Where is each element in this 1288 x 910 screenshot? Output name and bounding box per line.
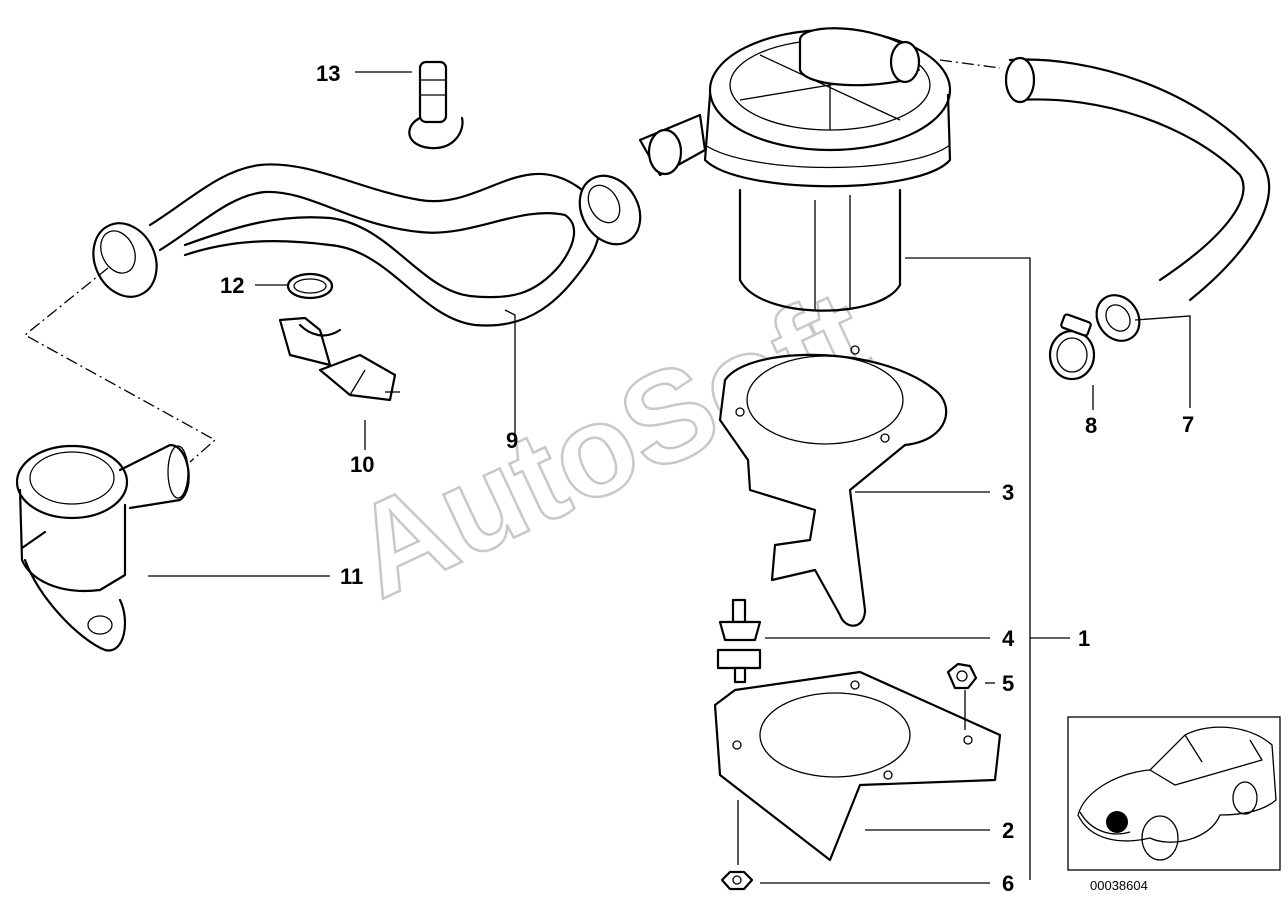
leader-lines xyxy=(148,59,1191,884)
callout-3: 3 xyxy=(1002,480,1014,505)
hose-part-7 xyxy=(1004,56,1271,342)
rubber-mount-part-4 xyxy=(716,598,762,684)
nut-part-6-bore xyxy=(732,875,742,885)
nut-part-6 xyxy=(720,870,754,891)
callout-7: 7 xyxy=(1182,412,1194,437)
callout-6: 6 xyxy=(1002,871,1014,896)
nut-part-5-bore xyxy=(956,670,968,682)
check-valve-part-11 xyxy=(15,443,190,652)
vehicle-location-inset: 00038604 xyxy=(1067,716,1281,893)
callout-1: 1 xyxy=(1078,626,1090,651)
callout-8: 8 xyxy=(1085,413,1097,438)
reference-code: 00038604 xyxy=(1090,878,1148,893)
callout-5: 5 xyxy=(1002,671,1014,696)
callout-13: 13 xyxy=(316,61,340,86)
callout-9: 9 xyxy=(506,428,518,453)
clamp-part-13 xyxy=(408,60,464,150)
callout-11: 11 xyxy=(340,564,363,589)
callout-2: 2 xyxy=(1002,818,1014,843)
bracket-part-3 xyxy=(718,345,948,627)
holder-part-10 xyxy=(278,316,400,402)
location-marker xyxy=(1106,811,1128,833)
o-ring-part-12 xyxy=(286,272,334,300)
hose-part-9 xyxy=(92,163,642,327)
nut-part-5 xyxy=(946,662,978,690)
o-ring-inner xyxy=(293,278,327,294)
connection-line-valve-hose xyxy=(23,267,217,463)
callout-10: 10 xyxy=(350,452,374,477)
base-plate-part-2 xyxy=(713,670,1002,862)
air-pump xyxy=(638,27,952,312)
callout-12: 12 xyxy=(220,273,244,298)
car-outline-icon xyxy=(1077,726,1277,861)
hose-clamp-part-8 xyxy=(1048,313,1096,381)
callout-4: 4 xyxy=(1002,626,1015,651)
